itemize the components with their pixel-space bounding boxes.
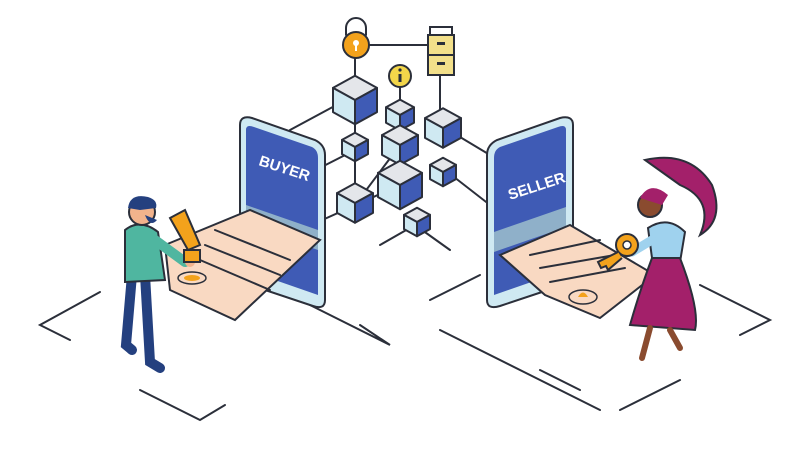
block-cube bbox=[429, 156, 457, 188]
key-icon bbox=[596, 233, 639, 272]
block-cube bbox=[341, 131, 369, 163]
block-cube bbox=[332, 74, 378, 126]
buyer-contract-document bbox=[163, 208, 322, 322]
block-cube bbox=[424, 107, 462, 149]
info-icon bbox=[388, 64, 412, 88]
stamp-icon bbox=[168, 208, 202, 281]
buyer-person bbox=[120, 196, 195, 373]
block-cube bbox=[336, 182, 374, 224]
floor-lines bbox=[37, 274, 773, 422]
block-cube bbox=[377, 159, 423, 211]
block-cube bbox=[403, 206, 431, 238]
seller-contract-document bbox=[498, 223, 657, 320]
seller-person bbox=[627, 156, 718, 361]
blockchain-blocks bbox=[332, 74, 462, 238]
lock-icon bbox=[342, 17, 370, 59]
file-cabinet-icon bbox=[427, 26, 455, 76]
block-cube bbox=[381, 124, 419, 166]
